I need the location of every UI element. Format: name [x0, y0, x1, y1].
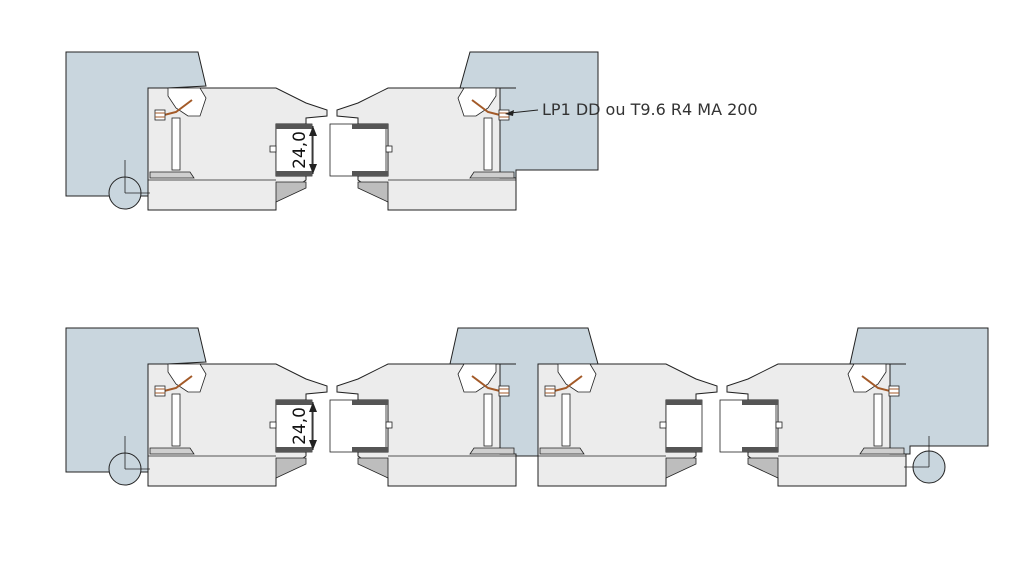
dimension-label-bottom: 24,0: [290, 407, 310, 445]
dimension-gap-top: 24,0: [290, 126, 317, 174]
frame-profile-middle-left-bottom: [329, 363, 517, 487]
hinge-pivot-top: [108, 160, 150, 210]
gasket-callout: LP1 DD ou T9.6 R4 MA 200: [505, 100, 758, 119]
bottom-assembly: 24,0: [65, 327, 989, 487]
hinge-pivot-bottom-right: [904, 436, 946, 484]
dimension-label-top: 24,0: [290, 131, 310, 169]
top-assembly: 24,0 LP1 DD ou T9.6 R4 MA 200: [65, 51, 758, 211]
gasket-callout-label: LP1 DD ou T9.6 R4 MA 200: [542, 100, 758, 119]
frame-profile-right-bottom: [719, 363, 907, 487]
dimension-gap-bottom: 24,0: [290, 402, 317, 450]
frame-profile-right-top: [329, 87, 517, 211]
hinge-pivot-bottom-left: [108, 436, 150, 486]
frame-profile-middle-right-bottom: [537, 363, 718, 487]
